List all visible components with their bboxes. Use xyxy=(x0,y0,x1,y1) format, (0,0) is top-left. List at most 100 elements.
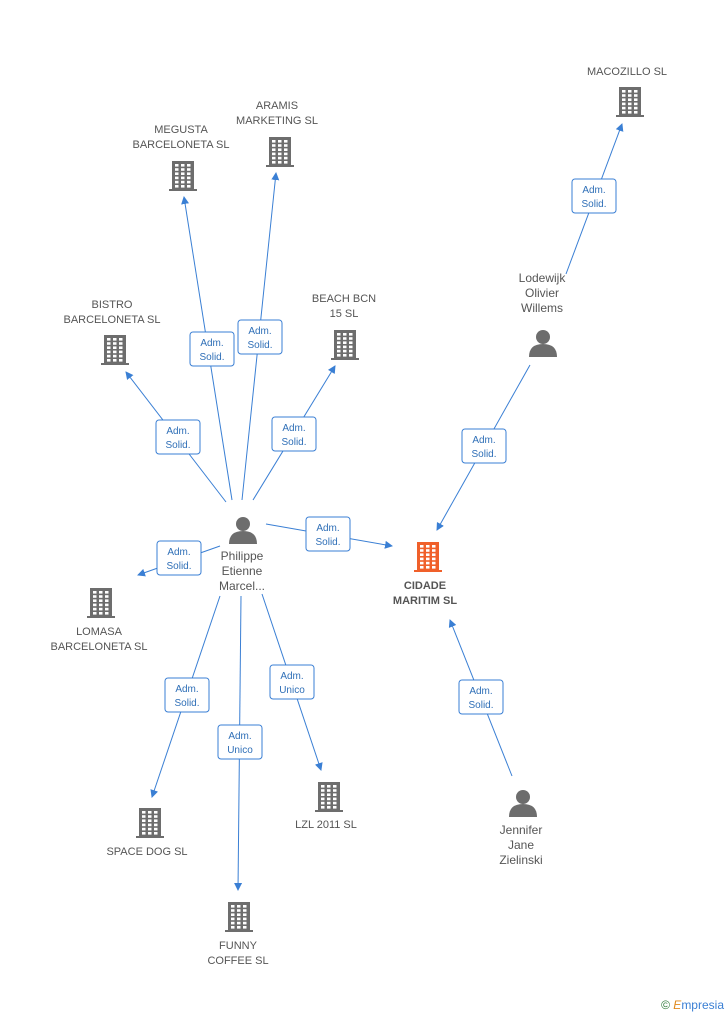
node-label: Olivier xyxy=(525,286,559,300)
node-label: MACOZILLO SL xyxy=(587,66,667,78)
node-label: BARCELONETA SL xyxy=(51,641,148,653)
edge-label-box[interactable] xyxy=(305,516,351,552)
brand-logo-initial: E xyxy=(673,998,682,1012)
edge-label-text: Adm. xyxy=(200,338,223,349)
edge-label-text: Adm. xyxy=(282,423,305,434)
edge-label-text: Solid. xyxy=(581,199,606,210)
node-label: MARITIM SL xyxy=(393,595,457,607)
building-icon xyxy=(616,87,644,117)
edge-label-text: Solid. xyxy=(281,437,306,448)
node-label: BARCELONETA SL xyxy=(64,314,161,326)
edge-label-text: Adm. xyxy=(248,326,271,337)
node-label: LOMASA xyxy=(76,626,123,638)
edge-philippe-lzl: Adm. Unico xyxy=(261,593,323,771)
edge-philippe-megusta: Adm. Solid. xyxy=(181,196,235,501)
edge-label-box[interactable] xyxy=(217,724,263,760)
edge-label-box[interactable] xyxy=(237,319,283,355)
edge-philippe-funnycoffee: Adm.Unico xyxy=(217,595,263,891)
edge-label-text: Adm. xyxy=(167,547,190,558)
edge-philippe-bistro: Adm. Solid. xyxy=(125,371,227,503)
node-label: MARKETING SL xyxy=(236,115,318,127)
building-icon xyxy=(101,335,129,365)
node-macozillo[interactable]: MACOZILLO SL xyxy=(587,66,667,117)
node-label: Lodewijk xyxy=(519,271,567,285)
node-philippe[interactable]: PhilippeEtienneMarcel... xyxy=(219,517,265,593)
node-cidade[interactable]: CIDADE MARITIM SL xyxy=(393,542,457,607)
node-label: Willems xyxy=(521,301,563,315)
building-icon xyxy=(136,808,164,838)
building-icon xyxy=(87,588,115,618)
building-icon xyxy=(331,330,359,360)
node-label: CIDADE xyxy=(404,580,446,592)
edge-philippe-cidade: Adm. Solid. xyxy=(265,516,393,552)
node-bistro[interactable]: BISTRO BARCELONETA SL xyxy=(64,299,161,365)
edge-label-text: Adm. xyxy=(280,671,303,682)
node-label: Jane xyxy=(508,838,534,852)
node-label: Philippe xyxy=(221,549,264,563)
edge-label-text: Adm. xyxy=(469,686,492,697)
edge-label-text: Unico xyxy=(279,685,305,696)
edge-jennifer-cidade: Adm. Solid. xyxy=(448,619,513,777)
node-megusta[interactable]: MEGUSTA BARCELONETA SL xyxy=(133,124,230,191)
building-icon xyxy=(169,161,197,191)
edge-label-box[interactable] xyxy=(271,416,317,452)
node-label: Marcel... xyxy=(219,579,265,593)
person-icon xyxy=(529,330,557,357)
edge-label-box[interactable] xyxy=(461,428,507,464)
node-beachbcn[interactable]: BEACH BCN 15 SL xyxy=(312,293,376,360)
node-label: BEACH BCN xyxy=(312,293,376,305)
edge-philippe-beachbcn: Adm. Solid. xyxy=(252,365,336,501)
node-label: MEGUSTA xyxy=(154,124,208,136)
node-funnycoffee[interactable]: FUNNY COFFEE SL xyxy=(207,902,269,967)
edge-label-text: Adm. xyxy=(166,426,189,437)
edge-label-box[interactable] xyxy=(269,664,315,700)
node-label: FUNNY xyxy=(219,940,258,952)
node-label: Etienne xyxy=(222,564,263,578)
node-label: ARAMIS xyxy=(256,100,298,112)
edge-label-text: Solid. xyxy=(315,537,340,548)
edge-label-text: Solid. xyxy=(468,700,493,711)
edge-lodewijk-macozillo: Adm. Solid. xyxy=(565,123,624,275)
edge-label-box[interactable] xyxy=(156,540,202,576)
node-aramis[interactable]: ARAMIS MARKETING SL xyxy=(236,100,318,167)
node-label: BARCELONETA SL xyxy=(133,139,230,151)
edge-label-text: Solid. xyxy=(199,352,224,363)
building-icon xyxy=(414,542,442,572)
node-spacedog[interactable]: SPACE DOG SL xyxy=(106,808,188,858)
edge-label-text: Adm. xyxy=(582,185,605,196)
edge-label-text: Solid. xyxy=(166,561,191,572)
edge-label-box[interactable] xyxy=(164,677,210,713)
building-icon xyxy=(266,137,294,167)
node-lomasa[interactable]: LOMASA BARCELONETA SL xyxy=(51,588,148,653)
edge-label-text: Adm. xyxy=(316,523,339,534)
edge-philippe-aramis: Adm. Solid. xyxy=(237,172,283,501)
edge-label-text: Solid. xyxy=(165,440,190,451)
edge-label-box[interactable] xyxy=(571,178,617,214)
edge-label-box[interactable] xyxy=(155,419,201,455)
node-label: BISTRO xyxy=(92,299,133,311)
node-label: COFFEE SL xyxy=(207,955,268,967)
person-icon xyxy=(229,517,257,544)
edge-label-text: Adm. xyxy=(175,684,198,695)
node-label: LZL 2011 SL xyxy=(295,819,357,831)
edge-label-box[interactable] xyxy=(189,331,235,367)
node-label: 15 SL xyxy=(330,308,359,320)
edge-philippe-spacedog: Adm. Solid. xyxy=(150,595,221,798)
person-icon xyxy=(509,790,537,817)
node-label: Jennifer xyxy=(500,823,543,837)
edge-label-text: Adm. xyxy=(228,731,251,742)
edge-label-text: Adm. xyxy=(472,435,495,446)
node-label: SPACE DOG SL xyxy=(106,846,187,858)
copyright-icon: © xyxy=(661,998,670,1012)
edge-lodewijk-cidade: Adm.Solid. xyxy=(436,364,531,531)
node-label: Zielinski xyxy=(499,853,542,867)
edge-label-text: Solid. xyxy=(174,698,199,709)
node-lzl[interactable]: LZL 2011 SL xyxy=(295,782,357,831)
brand-logo-text: mpresia xyxy=(681,998,724,1012)
brand-footer: © Empresia xyxy=(661,998,724,1012)
edge-label-box[interactable] xyxy=(458,679,504,715)
edge-label-text: Solid. xyxy=(247,340,272,351)
